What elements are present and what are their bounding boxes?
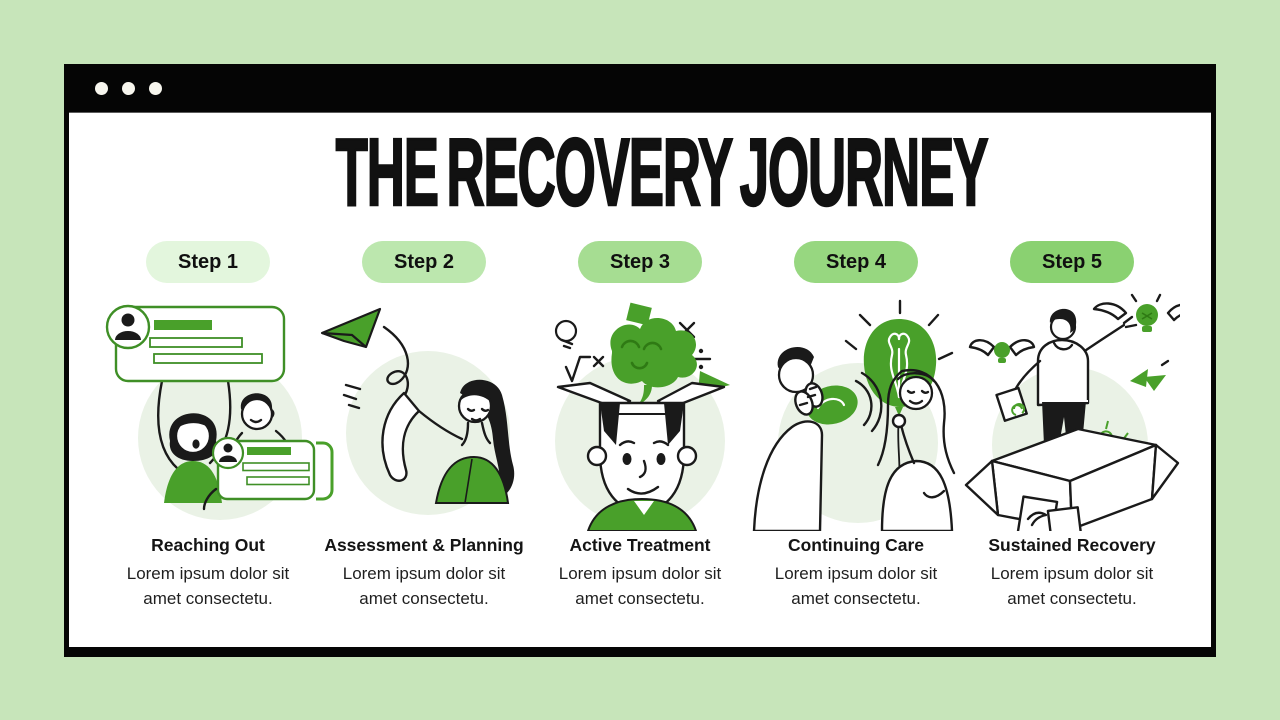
brain-illustration — [554, 302, 730, 531]
window-titlebar — [69, 64, 1211, 113]
browser-window: THE RECOVERY JOURNEY Step 1 — [64, 64, 1216, 657]
window-content: THE RECOVERY JOURNEY Step 1 — [69, 113, 1211, 647]
balloons-illustration — [752, 299, 956, 531]
step-column-5: Step 5 — [964, 241, 1180, 611]
step-3-name: Active Treatment — [569, 535, 711, 555]
reaching-out-illustration — [105, 304, 316, 520]
step-column-3: Step 3 — [532, 241, 748, 611]
out-of-box-illustration — [964, 293, 1180, 531]
step-3-badge: Step 3 — [578, 241, 702, 283]
window-control-dot[interactable] — [149, 81, 162, 95]
step-1-name: Reaching Out — [151, 535, 265, 555]
step-5-description: Lorem ipsum dolor sit amet consectetu. — [990, 564, 1154, 608]
step-1-badge: Step 1 — [146, 241, 270, 283]
step-5-badge: Step 5 — [1010, 241, 1134, 283]
step-column-4: Step 4 — [748, 241, 964, 611]
window-control-dot[interactable] — [95, 81, 108, 95]
page-title: THE RECOVERY JOURNEY — [335, 119, 989, 226]
step-2-name: Assessment & Planning — [324, 535, 524, 555]
step-2-badge: Step 2 — [362, 241, 486, 283]
step-1-description: Lorem ipsum dolor sit amet consectetu. — [126, 564, 290, 608]
step-5-name: Sustained Recovery — [988, 535, 1156, 555]
paper-plane-illustration — [316, 307, 515, 515]
step-4-description: Lorem ipsum dolor sit amet consectetu. — [774, 564, 938, 608]
step-2-description: Lorem ipsum dolor sit amet consectetu. — [342, 564, 506, 608]
steps-row: Step 1 — [69, 241, 1211, 611]
step-3-description: Lorem ipsum dolor sit amet consectetu. — [558, 564, 722, 608]
step-column-1: Step 1 — [100, 241, 316, 611]
step-column-2: Step 2 — [316, 241, 532, 611]
step-4-badge: Step 4 — [794, 241, 918, 283]
window-control-dot[interactable] — [122, 81, 135, 95]
step-4-name: Continuing Care — [787, 535, 925, 555]
